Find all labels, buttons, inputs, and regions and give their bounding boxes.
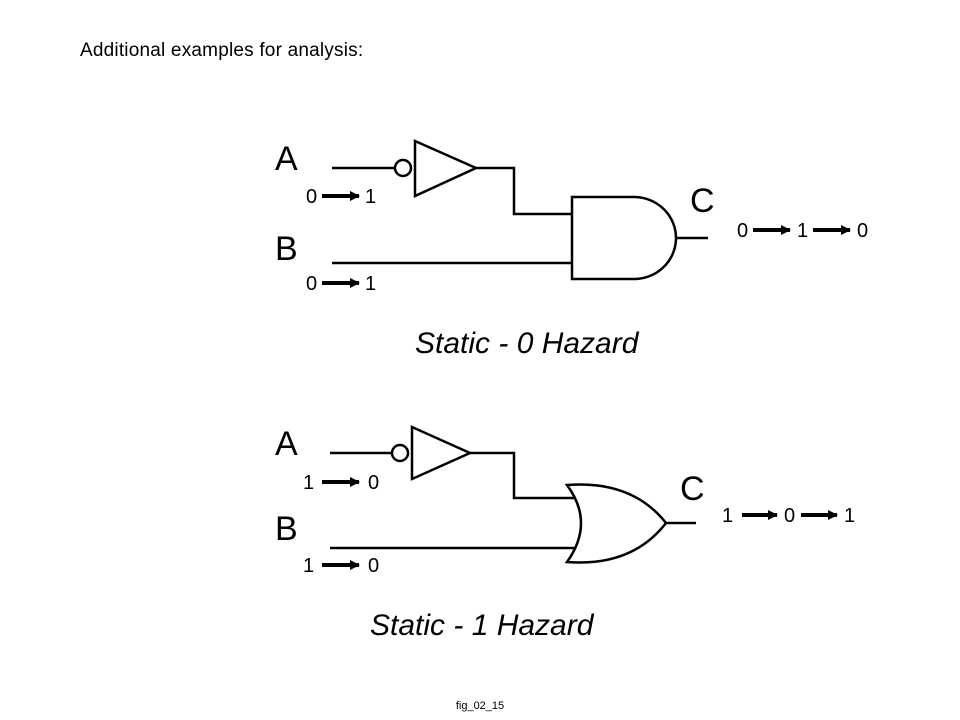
output-c-label: C	[690, 182, 715, 220]
input-b-transition: 1 0	[303, 555, 379, 577]
input-b-from: 1	[303, 555, 314, 577]
wire-inverter-out	[470, 451, 578, 500]
output-c-v1: 0	[737, 220, 748, 242]
input-a-from: 0	[306, 186, 317, 208]
output-c-v1: 1	[722, 505, 733, 527]
input-a-label: A	[275, 140, 298, 178]
output-c-transition: 0 1 0	[737, 220, 868, 242]
input-b-transition: 0 1	[306, 273, 376, 295]
inverter-gate-icon	[413, 139, 480, 198]
inversion-bubble-icon	[390, 443, 410, 463]
input-a-transition: 0 1	[306, 186, 376, 208]
input-b-to: 1	[365, 273, 376, 295]
wire-inverter-out	[476, 166, 572, 216]
output-c-v3: 0	[857, 220, 868, 242]
output-c-label: C	[680, 470, 705, 508]
input-a-transition: 1 0	[303, 472, 379, 494]
static-0-caption: Static - 0 Hazard	[415, 327, 640, 360]
inverter-gate-icon	[410, 425, 474, 481]
output-c-v2: 1	[797, 220, 808, 242]
output-c-transition: 1 0 1	[722, 505, 855, 527]
static-1-caption: Static - 1 Hazard	[370, 609, 595, 642]
static-1-circuit: A B 1 0 1 0 C 1 0 1 Static - 1 Hazard	[275, 425, 855, 642]
input-b-label: B	[275, 510, 298, 548]
input-a-to: 1	[365, 186, 376, 208]
or-gate-icon	[564, 483, 668, 564]
input-b-to: 0	[368, 555, 379, 577]
input-b-label: B	[275, 230, 298, 268]
and-gate-icon	[570, 195, 678, 281]
input-b-from: 0	[306, 273, 317, 295]
input-a-from: 1	[303, 472, 314, 494]
inversion-bubble-icon	[393, 158, 413, 178]
input-a-label: A	[275, 425, 298, 463]
static-0-circuit: A B 0 1 0 1 C 0 1 0 Static - 0 Hazard	[275, 139, 868, 360]
input-a-to: 0	[368, 472, 379, 494]
output-c-v2: 0	[784, 505, 795, 527]
figure-label: fig_02_15	[455, 700, 505, 712]
output-c-v3: 1	[844, 505, 855, 527]
slide-heading: Additional examples for analysis:	[80, 40, 364, 61]
